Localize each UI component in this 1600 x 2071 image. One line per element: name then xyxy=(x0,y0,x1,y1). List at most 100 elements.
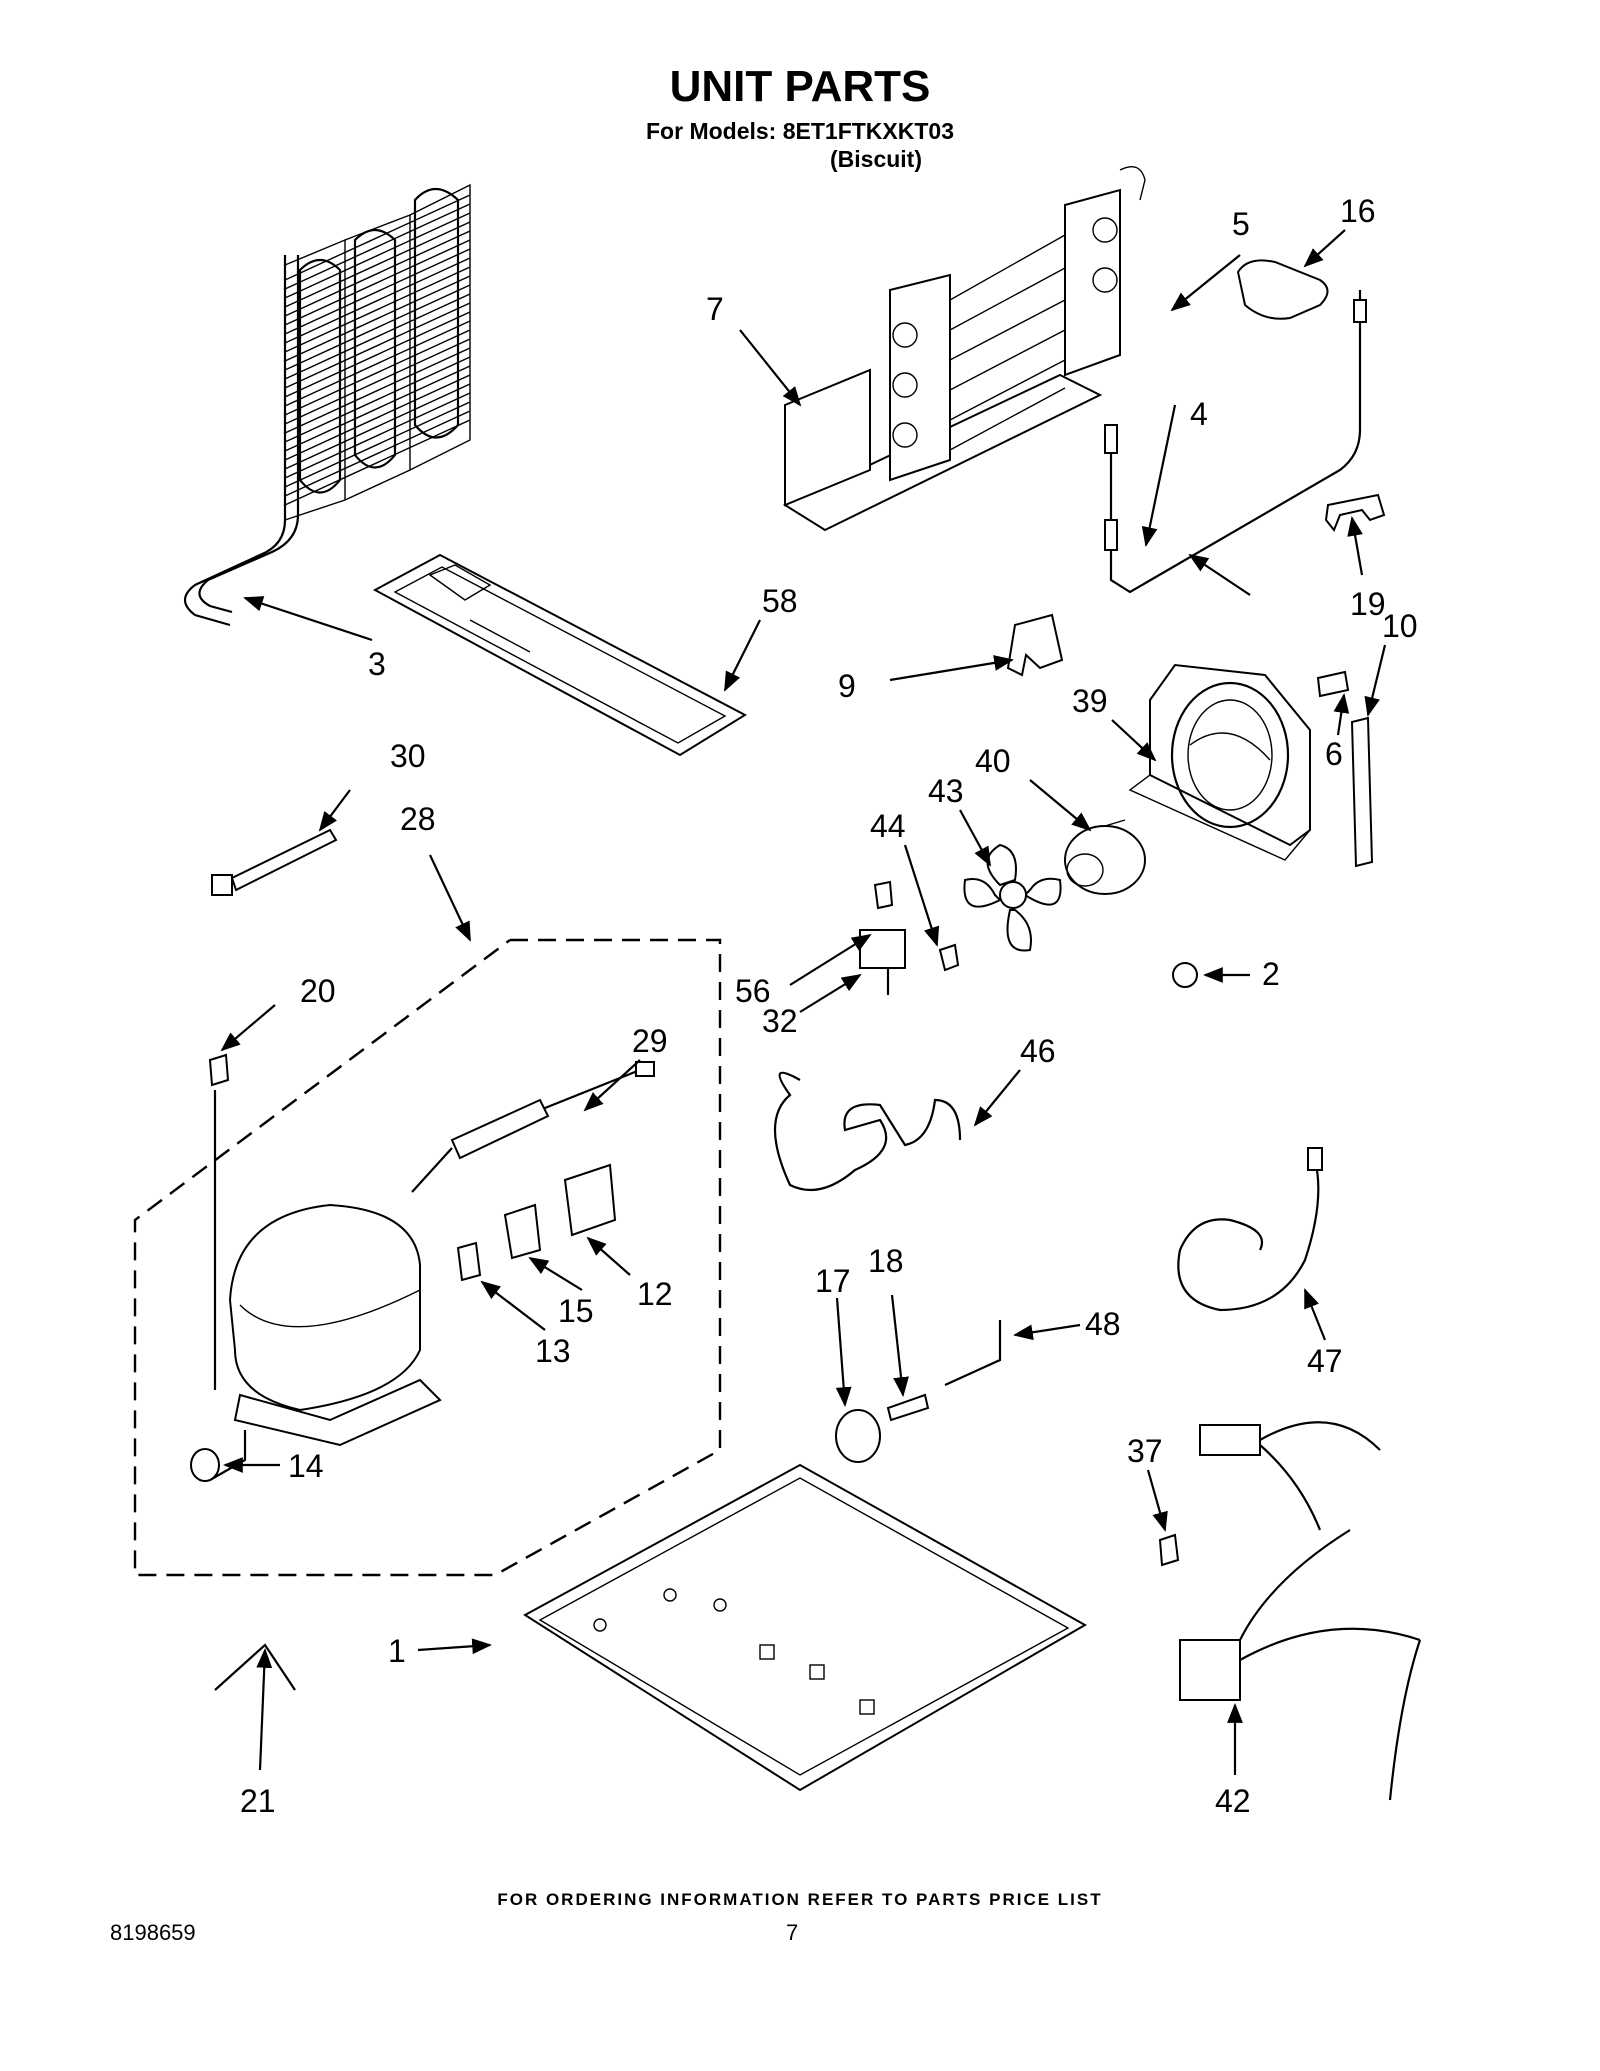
capacitor-screw xyxy=(873,880,894,910)
callout-3: 3 xyxy=(368,646,386,682)
callout-4: 4 xyxy=(1190,396,1208,432)
condenser-fin xyxy=(284,356,471,443)
callout-30: 30 xyxy=(390,738,426,774)
condenser-fin xyxy=(284,374,471,461)
thermostat-sensor xyxy=(1104,290,1367,594)
callout-47: 47 xyxy=(1307,1343,1343,1379)
condenser-fin xyxy=(284,212,471,299)
base-frame xyxy=(523,1463,1088,1792)
condenser-fin xyxy=(284,401,471,488)
grommet-part-14 xyxy=(190,1448,220,1482)
condenser-coil xyxy=(183,183,471,627)
callout-29: 29 xyxy=(632,1023,668,1059)
callout-46: 46 xyxy=(1020,1033,1056,1069)
callout-13: 13 xyxy=(535,1333,571,1369)
screw-part-20 xyxy=(208,1053,230,1087)
condenser-fin xyxy=(284,293,471,380)
strip-part xyxy=(1350,716,1374,868)
callout-2: 2 xyxy=(1262,956,1280,992)
condenser-fin xyxy=(284,410,471,497)
foot-screw xyxy=(886,1393,930,1422)
callout-numbers: 3 19 4 5 7 16 58 9 10 6 39 40 43 44 30 2… xyxy=(240,193,1418,1819)
wiring-harness xyxy=(1179,1421,1422,1801)
screw-part xyxy=(1316,670,1350,698)
callout-28: 28 xyxy=(400,801,436,837)
relay-part-13 xyxy=(456,1241,482,1282)
relay-part-15 xyxy=(503,1203,542,1260)
condenser-fin xyxy=(284,248,471,335)
callout-44: 44 xyxy=(870,808,906,844)
clip-part xyxy=(1324,493,1386,532)
callout-42: 42 xyxy=(1215,1783,1251,1819)
grommet-part xyxy=(1172,962,1198,988)
bracket-part xyxy=(1006,613,1064,677)
condenser-fin xyxy=(284,329,471,416)
document-number: 8198659 xyxy=(110,1920,196,1945)
models-line: For Models: 8ET1FTKXKT03 xyxy=(646,118,954,144)
callout-9: 9 xyxy=(838,668,856,704)
callout-21: 21 xyxy=(240,1783,276,1819)
clip-part-21 xyxy=(214,1643,296,1691)
fan-shroud xyxy=(1128,663,1311,861)
callout-48: 48 xyxy=(1085,1306,1121,1342)
callout-18: 18 xyxy=(868,1243,904,1279)
callout-37: 37 xyxy=(1127,1433,1163,1469)
ordering-note: FOR ORDERING INFORMATION REFER TO PARTS … xyxy=(497,1890,1103,1909)
evaporator xyxy=(782,166,1146,532)
callout-1: 1 xyxy=(388,1633,406,1669)
tube-part xyxy=(774,1071,962,1192)
callout-15: 15 xyxy=(558,1293,594,1329)
tube-fitting xyxy=(1307,1147,1323,1171)
tube-part-47 xyxy=(1177,1159,1320,1312)
tube-part-48 xyxy=(944,1320,1002,1387)
callout-6: 6 xyxy=(1325,736,1343,772)
callout-14: 14 xyxy=(288,1448,324,1484)
callout-20: 20 xyxy=(300,973,336,1009)
condenser-fin xyxy=(284,239,471,326)
callout-58: 58 xyxy=(762,583,798,619)
relay-part-12 xyxy=(563,1163,617,1237)
condenser-fin xyxy=(284,347,471,434)
drier xyxy=(411,1061,655,1193)
callout-32: 32 xyxy=(762,1003,798,1039)
condenser-fin xyxy=(284,257,471,344)
condenser-fin xyxy=(284,392,471,479)
condenser-fin xyxy=(284,221,471,308)
callout-16: 16 xyxy=(1340,193,1376,229)
leader-lines xyxy=(220,229,1387,1775)
callout-19: 19 xyxy=(1350,586,1386,622)
foot-part xyxy=(835,1409,881,1463)
model-color: (Biscuit) xyxy=(830,146,922,172)
clip-part-small xyxy=(938,943,960,972)
callout-40: 40 xyxy=(975,743,1011,779)
capacitor xyxy=(859,929,906,969)
condenser-fin xyxy=(284,311,471,398)
page-number: 7 xyxy=(786,1920,799,1945)
callout-17: 17 xyxy=(815,1263,851,1299)
compressor-kit-boundary xyxy=(133,938,722,1577)
callout-7: 7 xyxy=(706,291,724,327)
cable-tie xyxy=(211,828,338,896)
drain-pan xyxy=(372,553,748,757)
page-title: UNIT PARTS xyxy=(669,62,931,111)
condenser-fin xyxy=(284,338,471,425)
compressor xyxy=(209,1090,442,1481)
condenser-fin xyxy=(284,194,471,281)
callout-5: 5 xyxy=(1232,206,1250,242)
condenser-fin xyxy=(284,320,471,407)
cover-part xyxy=(1236,259,1329,320)
condenser-fin xyxy=(284,230,471,317)
condenser-fin xyxy=(284,365,471,452)
callout-43: 43 xyxy=(928,773,964,809)
harness-screw xyxy=(1158,1533,1180,1567)
callout-12: 12 xyxy=(637,1276,673,1312)
fan-blade xyxy=(963,843,1062,952)
condenser-fin xyxy=(284,284,471,371)
condenser-fin xyxy=(284,266,471,353)
condenser-fin xyxy=(284,275,471,362)
condenser-fin xyxy=(284,302,471,389)
condenser-fin xyxy=(284,419,471,506)
callout-56: 56 xyxy=(735,973,771,1009)
